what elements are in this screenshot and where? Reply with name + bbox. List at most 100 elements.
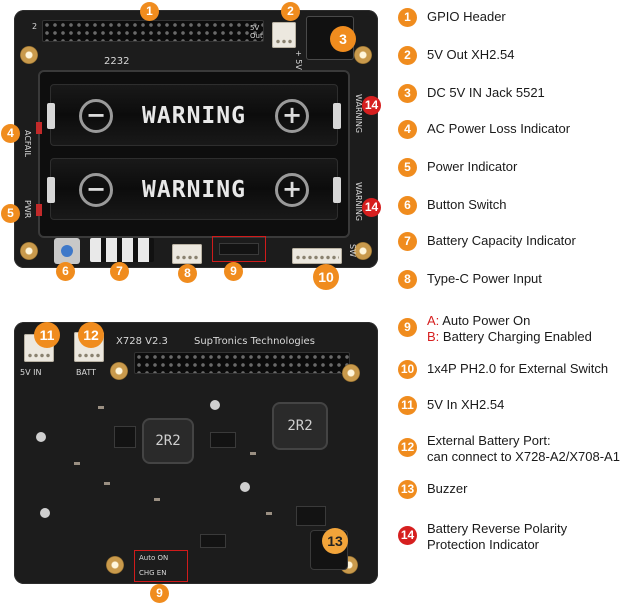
legend-item-1: 1 GPIO Header [398,8,506,27]
legend-marker: 4 [398,120,417,139]
ic-chip [296,506,326,526]
jumper-header [219,243,259,255]
marker-3: 3 [330,26,356,52]
ph2-switch-connector [292,248,342,264]
marker-1: 1 [140,2,159,21]
silk-5v-in: 5V IN [20,368,42,377]
legend-marker: 7 [398,232,417,251]
legend-marker: 6 [398,196,417,215]
mount-hole [110,362,128,380]
marker-14-upper: 14 [362,96,381,115]
silk-5v-in-label: 5V IN [294,59,303,80]
marker-5: 5 [1,204,20,223]
inductor-label: 2R2 [155,433,181,449]
battery-spring [333,103,341,129]
marker-6: 6 [56,262,75,281]
legend-item-13: 13 Buzzer [398,480,467,499]
marker-11: 11 [34,322,60,348]
legend-marker: 1 [398,8,417,27]
marker-12: 12 [78,322,104,348]
legend-line-a: A: Auto Power On [427,313,592,329]
smd-component [98,406,104,409]
smd-component [104,482,110,485]
legend-item-14: 14 Battery Reverse Polarity Protection I… [398,520,567,553]
legend-marker: 2 [398,46,417,65]
legend-marker: 10 [398,360,417,379]
legend-text: A: Auto Power On B: Battery Charging Ena… [427,312,592,345]
marker-9-bottom: 9 [150,584,169,603]
legend-text: Type-C Power Input [427,271,542,286]
smd-component [250,452,256,455]
silk-5v-in-plus: + [294,50,303,57]
silk-warning-2: WARNING [354,182,363,222]
mount-hole [20,242,38,260]
mount-hole [354,46,372,64]
mount-hole [342,364,360,382]
legend-item-8: 8 Type-C Power Input [398,270,542,289]
silk-company: SupTronics Technologies [194,336,315,347]
smd-component [266,512,272,515]
legend-line-1: External Battery Port: [427,433,551,448]
marker-4: 4 [1,124,20,143]
legend-prefix-b: B: [427,329,440,344]
legend-text: 5V Out XH2.54 [427,47,515,62]
ic-chip [200,534,226,548]
test-pad [240,482,250,492]
cell-warning-label: WARNING [142,103,246,129]
battery-spring [333,177,341,203]
gpio-header [42,20,264,42]
legend-text: GPIO Header [427,9,506,24]
plus-terminal-icon: + [275,99,309,133]
inductor: 2R2 [272,402,328,450]
legend-text: Battery Capacity Indicator [427,233,576,248]
legend-marker: 9 [398,318,417,337]
legend-item-9: 9 A: Auto Power On B: Battery Charging E… [398,312,592,345]
legend-line-a-text: Auto Power On [442,313,531,328]
battery-holder: − WARNING + − WARNING + [38,70,350,238]
silk-5v-out: 5V Out [250,24,263,40]
type-c-port [172,244,202,264]
silk-sw: SW [348,244,357,257]
legend-item-10: 10 1x4P PH2.0 for External Switch [398,360,608,379]
minus-terminal-icon: − [79,99,113,133]
acfail-led [36,122,42,134]
marker-9-top: 9 [224,262,243,281]
legend-text: Buzzer [427,481,468,496]
5v-out-connector [272,22,296,48]
silk-model: X728 V2.3 [116,336,168,347]
silk-chg-en: CHG EN [139,569,167,577]
legend-item-2: 2 5V Out XH2.54 [398,46,514,65]
silk-header-number: 2232 [104,56,130,67]
battery-spring [47,103,55,129]
legend-line-1: Battery Reverse Polarity [427,521,568,536]
legend-text: Power Indicator [427,159,518,174]
smd-component [74,462,80,465]
legend-marker: 14 [398,526,417,545]
legend-item-5: 5 Power Indicator [398,158,517,177]
legend-text: DC 5V IN Jack 5521 [427,85,545,100]
legend-marker: 12 [398,438,417,457]
legend-item-4: 4 AC Power Loss Indicator [398,120,570,139]
silk-batt: BATT [76,368,96,377]
silk-warning-1: WARNING [354,94,363,134]
legend-line-2: Protection Indicator [427,537,540,552]
battery-cell: − WARNING + [47,84,341,146]
jumper-highlight-box [212,236,266,262]
test-pad [40,508,50,518]
marker-13: 13 [322,528,348,554]
legend-marker: 8 [398,270,417,289]
button-switch [54,238,80,264]
mount-hole [106,556,124,574]
legend-text: Battery Reverse Polarity Protection Indi… [427,520,567,553]
inductor: 2R2 [142,418,194,464]
test-pad [36,432,46,442]
mount-hole [20,46,38,64]
cell-warning-label: WARNING [142,177,246,203]
jumper-highlight-box: Auto ON CHG EN [134,550,188,582]
legend-marker: 5 [398,158,417,177]
marker-2: 2 [281,2,300,21]
legend-text: Button Switch [427,197,507,212]
legend-marker: 3 [398,84,417,103]
gpio-header-bottom [134,352,350,374]
legend-text: 5V In XH2.54 [427,397,505,412]
